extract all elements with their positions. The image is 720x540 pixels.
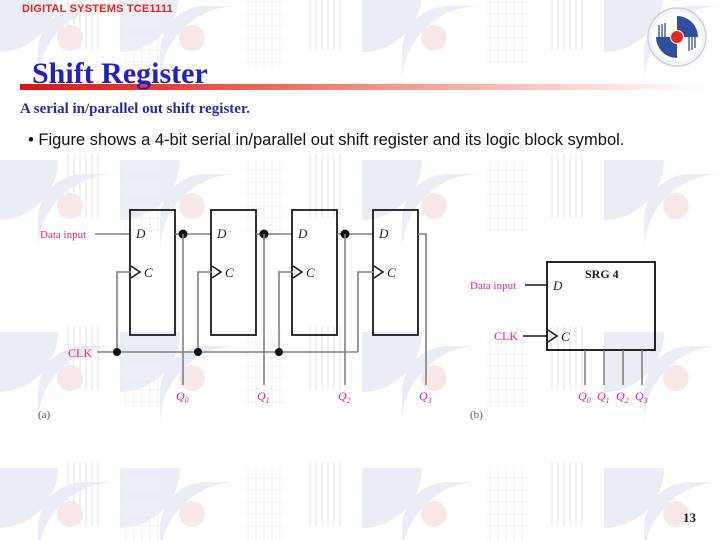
fig-a-output-q1: Q1 [257, 389, 270, 405]
fig-b-d-label: D [552, 278, 563, 293]
fig-a-data-input-label: Data input [40, 229, 86, 241]
ff2-d-label: D [297, 226, 308, 241]
fig-a-output-q0: Q0 [176, 389, 189, 405]
fig-a-output-q3: Q3 [419, 389, 432, 405]
ff3-c-label: C [387, 265, 396, 280]
ff1-c-label: C [225, 265, 234, 280]
figure-b-group: Data input CLK SRG 4 D C Q0 Q1 Q2 Q3 (b) [470, 261, 656, 421]
fig-b-data-input-label: Data input [470, 280, 516, 292]
bullet-marker: • [28, 131, 34, 149]
shift-register-figure: Data input CLK D C Q0 D C [38, 209, 656, 421]
fig-b-block-label: SRG 4 [585, 267, 619, 281]
ff2-c-label: C [306, 265, 315, 280]
page-title: Shift Register [32, 57, 208, 91]
bullet-text: Figure shows a 4-bit serial in/parallel … [38, 131, 625, 149]
fig-b-output-q3: Q3 [635, 389, 648, 405]
ff3-d-label: D [378, 226, 389, 241]
fig-b-output-q1: Q1 [597, 389, 610, 405]
bullet-paragraph: • Figure shows a 4-bit serial in/paralle… [28, 130, 700, 151]
ff1-d-label: D [216, 226, 227, 241]
figure-b-caption: (b) [470, 409, 483, 421]
page-number: 13 [683, 510, 696, 525]
ff0-d-label: D [135, 226, 146, 241]
fig-a-clk-label: CLK [68, 346, 92, 360]
figure-a-caption: (a) [38, 409, 51, 421]
fig-b-clk-label: CLK [494, 329, 518, 343]
fig-b-c-label: C [561, 329, 570, 344]
fig-a-output-q2: Q2 [338, 389, 351, 405]
fig-b-output-q2: Q2 [616, 389, 629, 405]
title-underline-rule [20, 84, 706, 90]
slide-subtitle: A serial in/parallel out shift register. [20, 101, 250, 117]
figure-a-group: Data input CLK D C Q0 D C [38, 209, 432, 421]
course-header-label: DIGITAL SYSTEMS TCE1111 [22, 3, 173, 15]
university-logo-icon [647, 7, 707, 67]
ff0-c-label: C [144, 265, 153, 280]
fig-b-output-q0: Q0 [578, 389, 591, 405]
